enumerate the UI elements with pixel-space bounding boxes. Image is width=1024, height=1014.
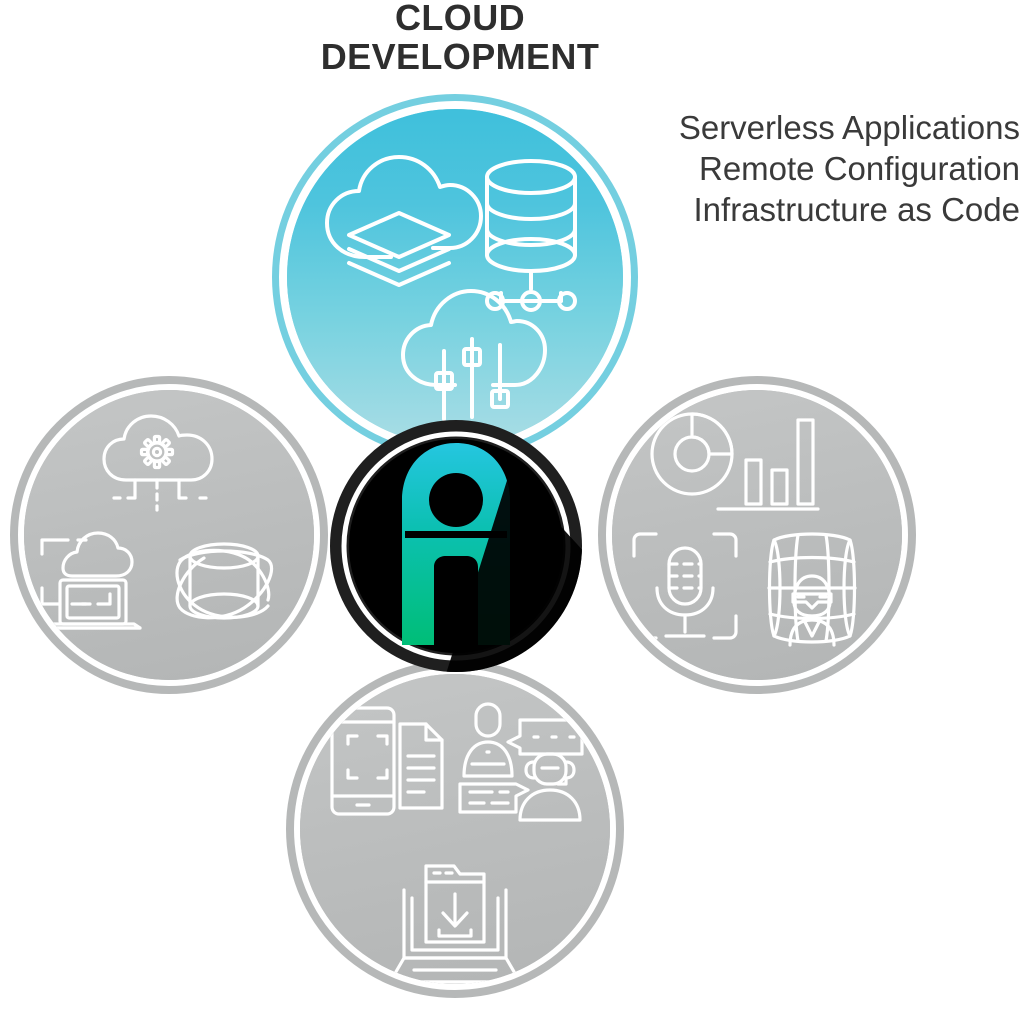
description-line-2: Remote Configuration [698,150,1020,187]
logo-shadow [445,471,582,672]
petal-ring [606,384,908,686]
laptop-cloud-icon [40,531,142,630]
database-network-icon [485,159,577,312]
description-line-1: Serverless Applications [678,109,1020,146]
petal-cloud-development[interactable] [272,94,638,460]
petal-data-analytics[interactable] [598,376,916,694]
petal-icon-group [287,109,623,445]
pie-bar-chart-icon [650,412,820,511]
laptop-folder-download-icon [386,864,524,984]
petal-icon-group [24,390,314,680]
cylinder-orbit-icon [175,542,274,620]
title-line-2: DEVELOPMENT [320,36,600,77]
mobile-scan-document-icon [330,706,444,816]
cloud-settings-sliders-icon [401,289,547,421]
petal-face [300,674,610,984]
cloud-layers-icon [325,155,483,287]
description-line-3: Infrastructure as Code [693,191,1021,228]
petal-cloud-infrastructure[interactable] [10,376,328,694]
microphone-scan-icon [632,532,738,640]
petal-digital-experience[interactable] [286,660,624,998]
petal-icon-group [612,390,902,680]
petal-icon-group [300,674,610,984]
page-title: CLOUD DEVELOPMENT [180,0,740,76]
vr-person-grid-icon [767,532,857,647]
title-line-1: CLOUD [395,0,525,38]
petal-face [24,390,314,680]
petal-face [287,109,623,445]
description-list: Serverless Applications Remote Configura… [550,107,1020,230]
cloud-gear-icon [102,414,214,512]
chat-support-icon [458,702,584,822]
brand-logo[interactable] [325,415,587,677]
petal-face [612,390,902,680]
petal-ring [18,384,320,686]
